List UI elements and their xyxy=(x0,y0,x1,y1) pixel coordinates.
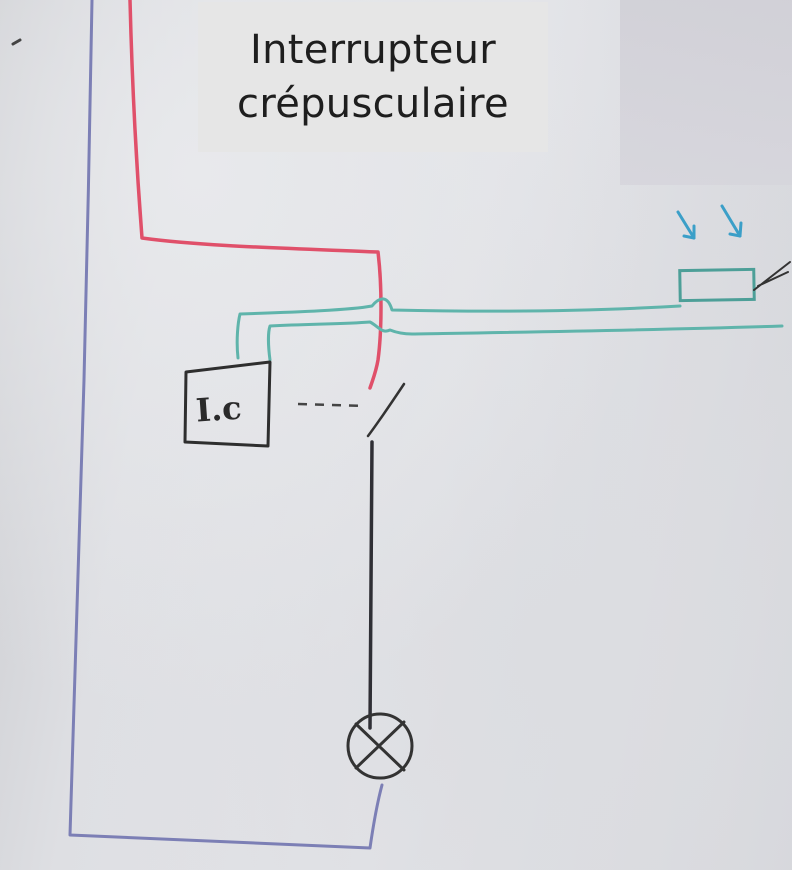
board-shadow xyxy=(620,0,792,185)
light-sensor xyxy=(678,261,791,303)
title-line-1: Interrupteur xyxy=(249,27,497,73)
module-ic-label: I.c xyxy=(195,389,243,430)
lamp xyxy=(346,712,414,780)
sensor-wire-lower xyxy=(267,320,784,362)
title-line-2: crépusculaire xyxy=(237,81,509,127)
relay-contact xyxy=(366,382,406,438)
sensor-wire-upper xyxy=(235,297,682,360)
pen-mark xyxy=(11,38,22,46)
lamp-feed-wire xyxy=(368,440,374,730)
module-ic: I.c xyxy=(183,360,272,448)
title-box: Interrupteur crépusculaire xyxy=(198,2,548,152)
light-arrows xyxy=(676,204,743,240)
phase-wire xyxy=(128,0,383,390)
neutral-wire xyxy=(68,0,384,850)
mechanical-link xyxy=(297,402,366,408)
